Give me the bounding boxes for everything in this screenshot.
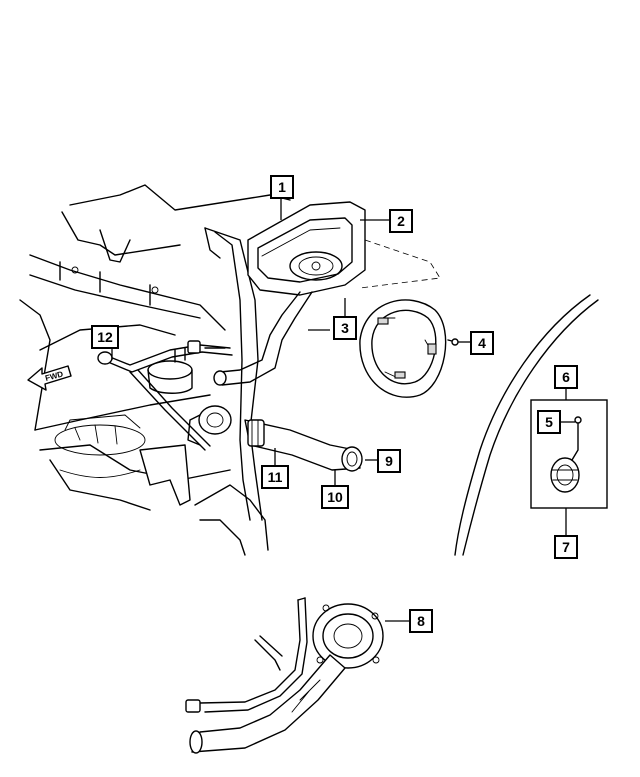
vent-line — [97, 340, 233, 451]
callout-9-label: 9 — [385, 453, 393, 469]
callout-10-label: 10 — [327, 489, 343, 505]
callout-5-label: 5 — [545, 414, 553, 430]
callout-1-label: 1 — [278, 179, 286, 195]
callout-9: 9 — [377, 449, 401, 473]
filler-hose-lower — [244, 419, 363, 472]
callout-2-label: 2 — [397, 213, 405, 229]
callout-10: 10 — [321, 485, 349, 509]
filler-tube-assembly — [185, 597, 384, 754]
forward-direction-arrow: FWD — [27, 365, 72, 391]
fuel-fill-housing — [247, 201, 441, 296]
callout-11-label: 11 — [268, 469, 283, 485]
callout-7-label: 7 — [562, 539, 570, 555]
callout-1: 1 — [270, 175, 294, 199]
tank-filler-neck — [187, 405, 232, 446]
callout-12-label: 12 — [97, 329, 113, 345]
fuel-door-assembly — [530, 399, 608, 509]
fuel-filler-tube — [213, 291, 313, 386]
callout-11: 11 — [261, 465, 289, 489]
callout-7: 7 — [554, 535, 578, 559]
vehicle-body-frame — [19, 184, 291, 556]
callout-4-label: 4 — [478, 335, 486, 351]
callout-12: 12 — [91, 325, 119, 349]
callout-6-label: 6 — [562, 369, 570, 385]
leader-lines — [111, 198, 575, 622]
callout-8: 8 — [409, 609, 433, 633]
quarter-panel — [454, 294, 599, 556]
callout-2: 2 — [389, 209, 413, 233]
fuel-door-bezel — [359, 299, 459, 398]
callout-3-label: 3 — [341, 320, 349, 336]
callout-8-label: 8 — [417, 613, 425, 629]
callout-5: 5 — [537, 410, 561, 434]
callout-4: 4 — [470, 331, 494, 355]
callout-3: 3 — [333, 316, 357, 340]
callout-6: 6 — [554, 365, 578, 389]
